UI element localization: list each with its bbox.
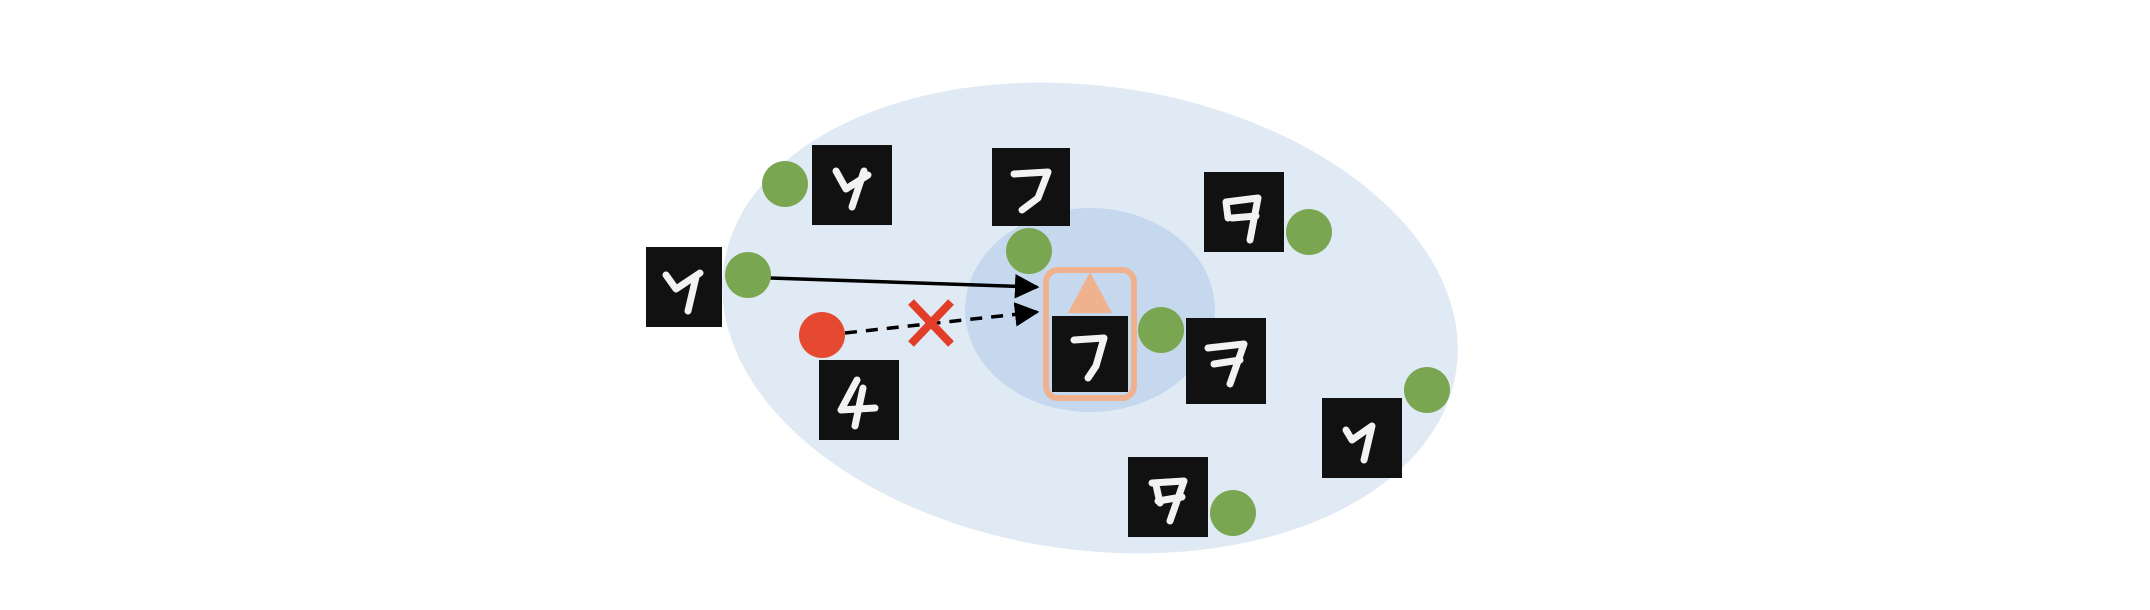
green-circle-icon	[725, 252, 771, 298]
digit-7-image	[1322, 398, 1402, 478]
green-circle-icon	[1006, 228, 1052, 274]
digit-7-image	[1128, 457, 1208, 537]
green-circle-icon	[1210, 490, 1256, 536]
green-circle-icon	[1286, 209, 1332, 255]
anchor-highlight-box	[1043, 267, 1137, 401]
red-circle-icon	[799, 312, 845, 358]
digit-7-image	[812, 145, 892, 225]
digit-7-image	[992, 148, 1070, 226]
anchor-sample	[1043, 267, 1137, 401]
green-circle-icon	[762, 161, 808, 207]
digit-4-image	[819, 360, 899, 440]
green-circle-icon	[1138, 307, 1184, 353]
cross-icon	[908, 299, 954, 347]
green-circle-icon	[1404, 367, 1450, 413]
negative-arrow-dashed	[844, 302, 1040, 335]
triangle-icon	[1068, 272, 1112, 313]
digit-7-image	[646, 247, 722, 327]
digit-7-image	[1204, 172, 1284, 252]
digit-7-image	[1052, 316, 1128, 392]
digit-7-image	[1186, 318, 1266, 404]
positive-arrow	[769, 274, 1040, 299]
